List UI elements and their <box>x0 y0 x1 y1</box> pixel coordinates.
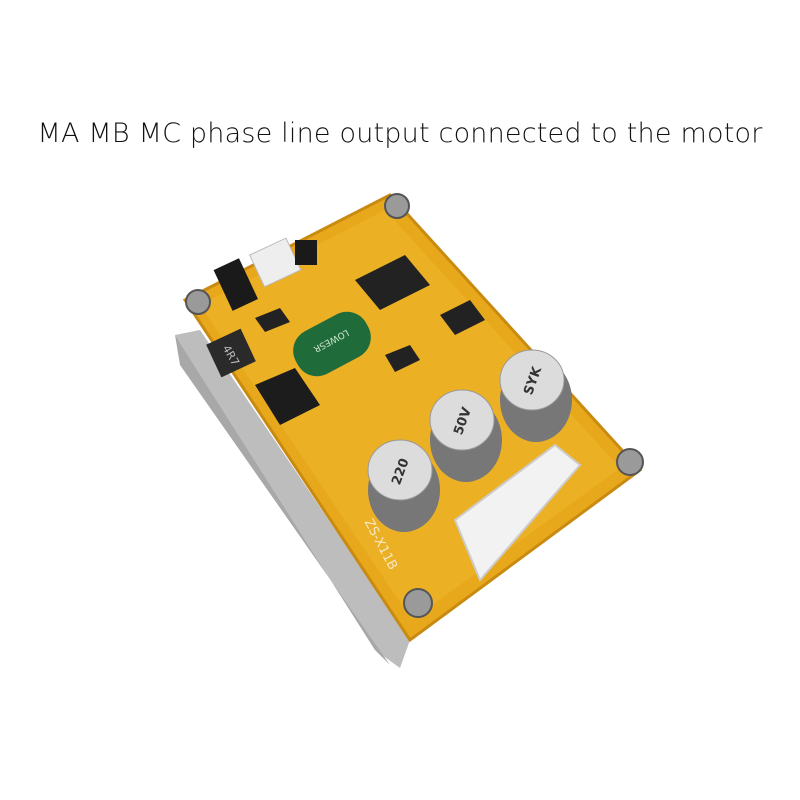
jumper-header <box>213 258 258 311</box>
phase-output-connector <box>453 443 582 582</box>
caption: MA MB MC phase line output connected to … <box>37 118 763 149</box>
driver-ic <box>355 255 430 310</box>
input-connector <box>249 237 302 288</box>
ic-chip <box>385 345 420 372</box>
regulator-chip <box>255 368 320 425</box>
screw <box>185 193 644 618</box>
heatsink <box>175 330 410 668</box>
pin-header <box>295 240 317 265</box>
electrolytic-capacitor <box>293 311 371 377</box>
capacitor <box>367 349 572 532</box>
ic-chip <box>440 300 485 335</box>
ic-chip <box>255 308 290 332</box>
inductor <box>206 328 256 378</box>
